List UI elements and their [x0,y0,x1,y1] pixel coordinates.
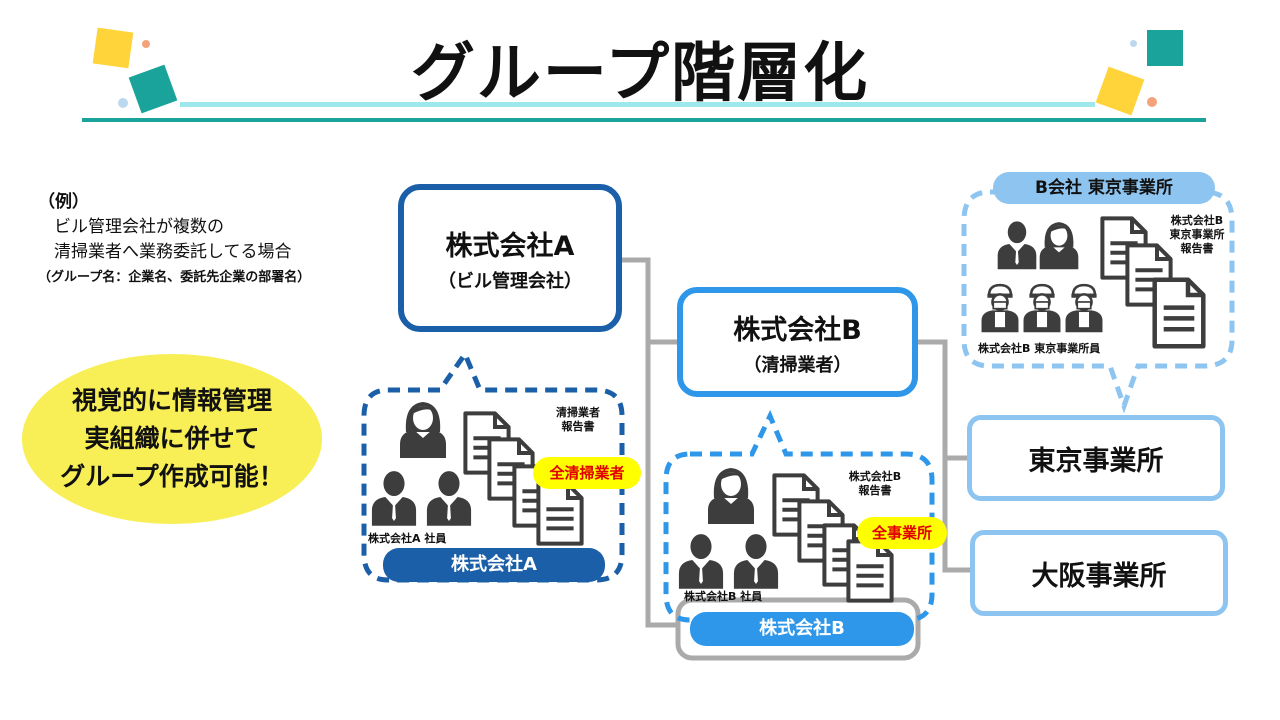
bubble-b-gray-frame [675,597,921,661]
bubble-tokyo-doc-label-2: 東京事業所 [1169,228,1225,241]
bubble-tokyo-doc-label-3: 報告書 [1180,242,1214,255]
decor-dot-left-1 [142,40,150,48]
company-a-sub: （ビル管理会社） [438,270,582,292]
company-b-name: 株式会社B [733,314,862,346]
bubble-tokyo-outline [961,189,1235,414]
callout-line-2: 実組織に併せて [84,424,260,453]
woman-icon [706,464,756,524]
bubble-b-tag: 全事業所 [857,517,947,549]
company-b-box[interactable]: 株式会社B （清掃業者） [677,287,918,397]
decor-dot-left-2 [118,98,128,108]
man-icon [677,530,725,590]
bubble-tokyo-header: B会社 東京事業所 [993,172,1215,204]
bubble-a-doc-label-1: 清掃業者 [556,406,600,419]
bubble-b-doc-label-2: 報告書 [858,484,892,497]
tokyo-office-label: 東京事業所 [1028,445,1164,477]
callout-line-1: 視覚的に情報管理 [71,386,272,415]
callout-line-3: グループ作成可能！ [60,462,284,491]
example-line-3: 清掃業者へ業務委託してる場合 [54,242,292,262]
woman-icon [398,398,448,458]
man-icon [370,467,418,527]
company-b-sub: （清掃業者） [743,354,852,376]
man-icon [425,467,473,527]
example-line-4: （グループ名：企業名、委託先企業の部署名） [38,270,311,285]
decor-dot-right-1 [1130,40,1137,47]
bubble-a-tag: 全清掃業者 [533,457,641,489]
bubble-tokyo-staff-label: 株式会社B 東京事業所員 [978,342,1101,355]
bubble-b-doc-label: 株式会社B 報告書 [840,470,910,498]
decor-dot-right-2 [1147,97,1157,107]
title-underline-teal [82,118,1206,122]
bubble-a-doc-label-2: 報告書 [561,420,595,433]
example-line-2: ビル管理会社が複数の [54,217,224,237]
bubble-b-staff-label: 株式会社B 社員 [684,590,763,603]
connector-a-to-b [620,257,680,628]
page-title: グループ階層化 [410,37,870,111]
title-underline-light [180,102,1095,107]
tokyo-office-box[interactable]: 東京事業所 [967,415,1225,501]
bubble-a-staff-label: 株式会社A 社員 [368,532,447,545]
worker-icon [1021,280,1063,334]
man-icon [732,530,780,590]
company-a-name: 株式会社A [445,230,575,262]
bubble-b-doc-label-1: 株式会社B [848,470,902,483]
decor-square-teal-right [1147,30,1183,66]
worker-icon [1063,280,1105,334]
callout-ellipse: 視覚的に情報管理 実組織に併せて グループ作成可能！ [22,354,322,524]
osaka-office-box[interactable]: 大阪事業所 [970,530,1228,616]
bubble-tokyo-doc-label-1: 株式会社B [1170,214,1224,227]
man-icon [996,218,1038,270]
company-a-box[interactable]: 株式会社A （ビル管理会社） [398,184,622,332]
example-line-1: （例） [38,192,89,212]
bubble-b-pill[interactable]: 株式会社B [690,612,914,646]
bubble-a-pill[interactable]: 株式会社A [383,548,605,582]
document-icon [1152,276,1206,350]
example-text: （例） ビル管理会社が複数の 清掃業者へ業務委託してる場合 （グループ名：企業名… [38,190,310,290]
osaka-office-label: 大阪事業所 [1031,560,1167,592]
bubble-a-doc-label: 清掃業者 報告書 [548,406,608,434]
bubble-a-outline [361,348,625,583]
bubble-tokyo-doc-label: 株式会社B 東京事業所 報告書 [1160,214,1234,256]
worker-icon [979,280,1021,334]
woman-icon [1038,218,1080,270]
document-icon [536,481,584,547]
